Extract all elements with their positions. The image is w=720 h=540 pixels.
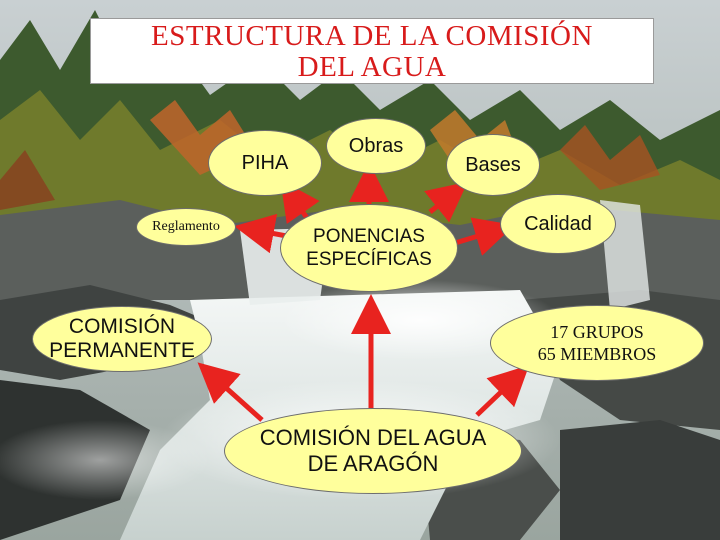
arrow-to-grupos [475,365,530,417]
node-grupos-line-1: 17 GRUPOS [550,322,644,342]
node-piha-label: PIHA [241,151,289,174]
node-reglamento: Reglamento [136,208,236,246]
node-grupos-line-2: 65 MIEMBROS [537,344,657,364]
arrow-to-calidad [454,217,515,256]
node-piha: PIHA [208,130,322,196]
node-bases: Bases [446,134,540,196]
title-line-2: DEL AGUA [297,51,447,83]
arrow-to-bases [424,181,468,223]
node-obras-label: Obras [348,134,404,157]
node-comision-agua-aragon: COMISIÓN DEL AGUA DE ARAGÓN [224,408,522,494]
node-calidad-label: Calidad [524,212,592,235]
node-ponencias-line-2: ESPECÍFICAS [306,249,432,270]
node-comision-agua-line-2: DE ARAGÓN [307,451,439,476]
node-grupos-miembros: 17 GRUPOS 65 MIEMBROS [490,305,704,381]
arrow-to-permanente [197,362,264,422]
node-calidad: Calidad [500,194,616,254]
node-ponencias-line-1: PONENCIAS [313,226,425,247]
arrow-to-piha [280,179,320,225]
node-ponencias-especificas: PONENCIAS ESPECÍFICAS [280,204,458,292]
diagram-title: ESTRUCTURA DE LA COMISIÓN DEL AGUA [90,18,654,84]
title-line-1: ESTRUCTURA DE LA COMISIÓN [151,20,593,52]
node-comision-permanente: COMISIÓN PERMANENTE [32,306,212,372]
node-permanente-line-1: COMISIÓN [68,315,176,338]
node-reglamento-label: Reglamento [152,219,220,234]
node-comision-agua-line-1: COMISIÓN DEL AGUA [259,425,487,450]
node-obras: Obras [326,118,426,174]
node-bases-label: Bases [465,153,521,176]
node-permanente-line-2: PERMANENTE [49,339,195,362]
